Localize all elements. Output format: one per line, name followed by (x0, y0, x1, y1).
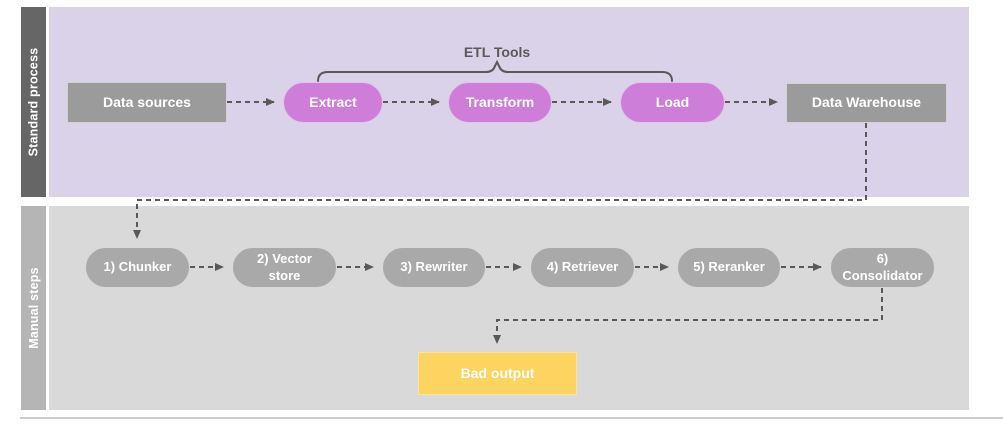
node-retriever: 4) Retriever (530, 247, 635, 288)
node-data-warehouse-label: Data Warehouse (811, 94, 922, 111)
node-extract-label: Extract (309, 93, 357, 110)
node-chunker-label: 1) Chunker (103, 259, 172, 275)
node-rewriter-label: 3) Rewriter (400, 259, 468, 275)
lane-header-standard-process: Standard process (21, 7, 46, 197)
lane-label-manual-steps: Manual steps (26, 267, 41, 349)
node-load: Load (620, 82, 725, 123)
lane-label-standard-process: Standard process (26, 47, 41, 157)
node-chunker: 1) Chunker (85, 247, 190, 288)
node-rewriter: 3) Rewriter (382, 247, 486, 288)
node-reranker: 5) Reranker (677, 247, 781, 288)
node-data-sources: Data sources (67, 82, 227, 123)
node-data-sources-label: Data sources (103, 93, 191, 110)
node-reranker-label: 5) Reranker (693, 259, 765, 275)
node-consolidator-label: 6) Consolidator (842, 251, 923, 283)
node-data-warehouse: Data Warehouse (786, 83, 947, 123)
node-transform-label: Transform (465, 93, 535, 110)
node-retriever-label: 4) Retriever (546, 259, 619, 275)
etl-tools-label: ETL Tools (463, 44, 531, 60)
node-vector-store-label: 2) Vector store (257, 251, 312, 283)
page-divider-line (20, 417, 1003, 419)
node-vector-store: 2) Vector store (232, 247, 337, 288)
node-bad-output-label: Bad output (460, 364, 535, 381)
node-extract: Extract (283, 82, 383, 123)
node-load-label: Load (655, 93, 690, 110)
lane-header-manual-steps: Manual steps (21, 206, 46, 410)
node-bad-output: Bad output (418, 352, 577, 395)
node-consolidator: 6) Consolidator (830, 247, 935, 288)
node-transform: Transform (448, 82, 552, 123)
